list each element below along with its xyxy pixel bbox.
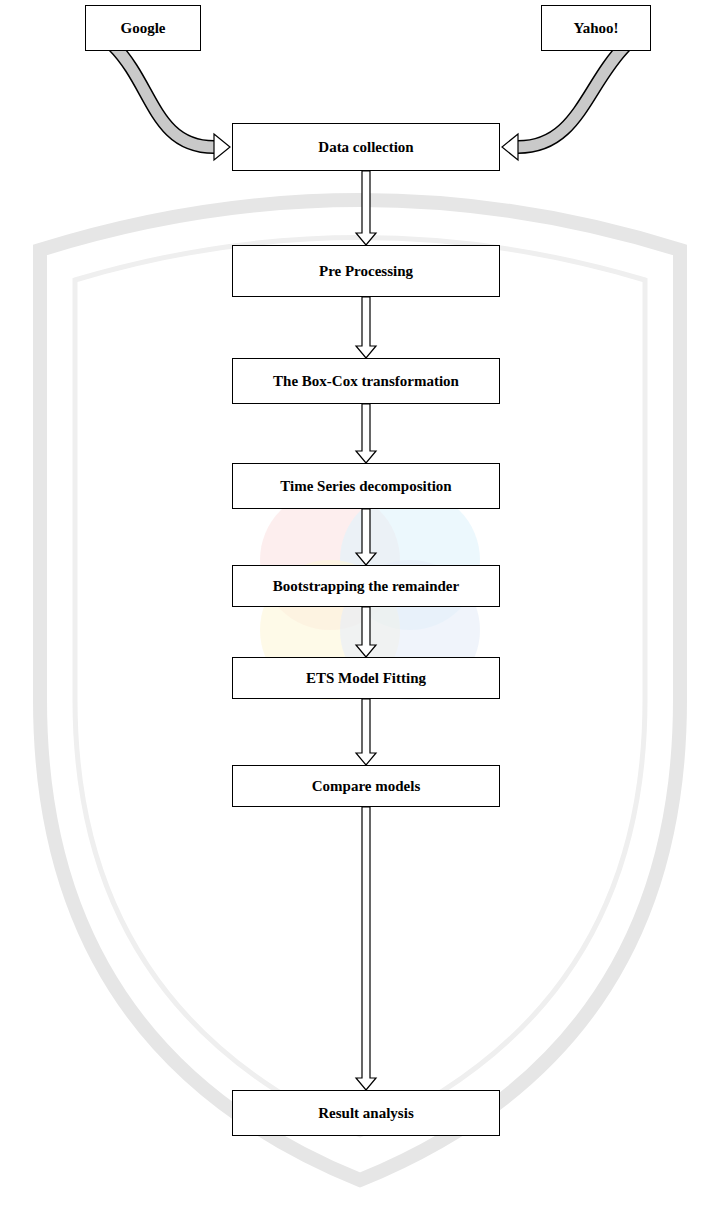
flow-arrow [214, 134, 230, 160]
box-label: Time Series decomposition [280, 477, 451, 495]
flow-arrow [356, 699, 376, 765]
box-label: Bootstrapping the remainder [273, 577, 459, 595]
box-label: Google [121, 19, 166, 37]
process-box: Time Series decomposition [232, 463, 500, 509]
watermark-outline [75, 238, 645, 1136]
box-label: Pre Processing [319, 262, 413, 280]
flow-arrow [518, 45, 626, 147]
box-label: Data collection [318, 138, 413, 156]
process-box: Data collection [232, 123, 500, 171]
box-label: The Box-Cox transformation [273, 372, 459, 390]
flow-arrow [356, 807, 376, 1090]
flow-arrow [356, 607, 376, 657]
box-label: ETS Model Fitting [306, 669, 426, 687]
source-box: Yahoo! [541, 5, 651, 51]
flow-arrow [113, 45, 214, 147]
box-label: Compare models [312, 777, 420, 795]
flow-arrow [356, 509, 376, 565]
process-box: Result analysis [232, 1090, 500, 1136]
box-label: Result analysis [318, 1104, 413, 1122]
source-box: Google [85, 5, 201, 51]
flow-arrow [356, 171, 376, 245]
process-box: Compare models [232, 765, 500, 807]
process-box: The Box-Cox transformation [232, 358, 500, 404]
flow-arrow [502, 134, 518, 160]
process-box: ETS Model Fitting [232, 657, 500, 699]
watermark-outline [40, 200, 680, 1180]
box-label: Yahoo! [573, 19, 618, 37]
process-box: Bootstrapping the remainder [232, 565, 500, 607]
flow-arrow [356, 297, 376, 358]
flow-arrow [356, 404, 376, 463]
flow-arrow [113, 45, 214, 147]
process-box: Pre Processing [232, 245, 500, 297]
flow-arrow [518, 45, 626, 147]
